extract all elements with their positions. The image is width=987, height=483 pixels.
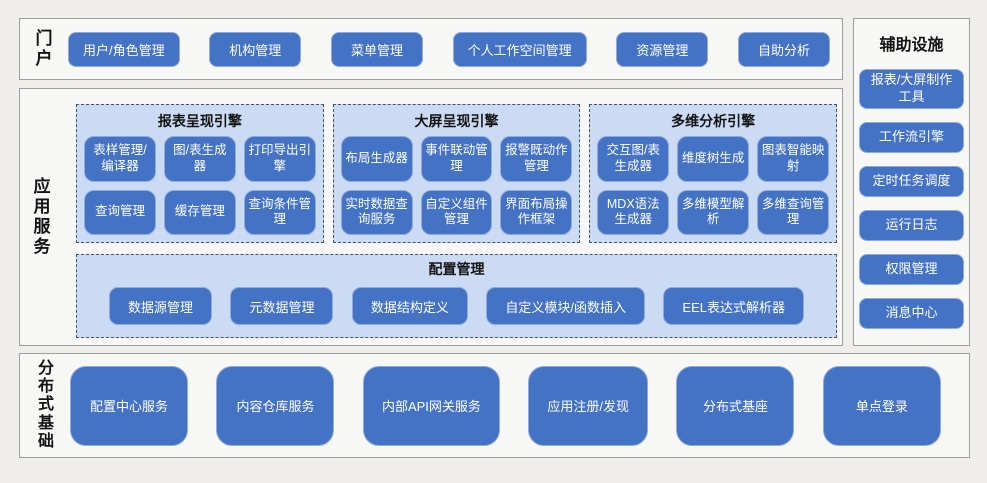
report-engine-button[interactable]: 打印导出引擎 [243,136,316,182]
bigscreen-engine-button[interactable]: 自定义组件管理 [420,189,493,235]
olap-engine-button[interactable]: 多维查询管理 [757,189,830,235]
olap-engine-panel: 多维分析引擎 交互图/表生成器 维度树生成 图表智能映射 MDX语法生成器 多维… [589,104,838,243]
bigscreen-engine-button[interactable]: 报警既动作管理 [500,136,573,182]
report-engine-title: 报表呈现引擎 [157,113,242,129]
portal-button-row: 用户/角色管理 机构管理 菜单管理 个人工作空间管理 资源管理 自助分析 [68,31,830,67]
config-button[interactable]: 数据源管理 [109,287,213,325]
foundation-button[interactable]: 应用注册/发现 [528,365,648,446]
report-engine-button[interactable]: 图/表生成器 [163,136,236,182]
bigscreen-engine-button[interactable]: 布局生成器 [340,136,413,182]
foundation-button[interactable]: 单点登录 [822,365,941,446]
portal-button[interactable]: 用户/角色管理 [68,31,180,67]
report-engine-button[interactable]: 缓存管理 [163,189,236,235]
foundation-button[interactable]: 内部API网关服务 [362,365,500,446]
olap-engine-button[interactable]: 多维模型解析 [677,189,750,235]
auxiliary-button[interactable]: 工作流引擎 [859,121,964,153]
bigscreen-engine-panel: 大屏呈现引擎 布局生成器 事件联动管理 报警既动作管理 实时数据查询服务 自定义… [332,104,581,243]
olap-engine-button[interactable]: MDX语法生成器 [597,189,670,235]
engines-row: 报表呈现引擎 表样管理/编译器 图/表生成器 打印导出引擎 查询管理 缓存管理 … [76,104,838,243]
auxiliary-button[interactable]: 权限管理 [859,253,964,285]
portal-button[interactable]: 个人工作空间管理 [452,31,587,67]
config-button[interactable]: 自定义模块/函数插入 [486,287,645,325]
olap-engine-grid: 交互图/表生成器 维度树生成 图表智能映射 MDX语法生成器 多维模型解析 多维… [597,136,830,235]
config-button-row: 数据源管理 元数据管理 数据结构定义 自定义模块/函数插入 EEL表达式解析器 [77,279,836,325]
report-engine-grid: 表样管理/编译器 图/表生成器 打印导出引擎 查询管理 缓存管理 查询条件管理 [84,136,316,235]
config-button[interactable]: 元数据管理 [230,287,334,325]
foundation-section: 分布式基础 配置中心服务 内容仓库服务 内部API网关服务 应用注册/发现 分布… [19,353,970,458]
olap-engine-button[interactable]: 图表智能映射 [757,136,830,182]
config-button[interactable]: 数据结构定义 [351,287,468,325]
foundation-button[interactable]: 配置中心服务 [70,365,188,446]
report-engine-button[interactable]: 查询条件管理 [243,189,316,235]
portal-button[interactable]: 资源管理 [616,31,709,67]
config-management-title: 配置管理 [428,261,485,277]
report-engine-panel: 报表呈现引擎 表样管理/编译器 图/表生成器 打印导出引擎 查询管理 缓存管理 … [76,104,324,243]
portal-button[interactable]: 机构管理 [209,31,302,67]
auxiliary-section: 辅助设施 报表/大屏制作工具 工作流引擎 定时任务调度 运行日志 权限管理 消息… [853,18,970,346]
portal-section: 门户 用户/角色管理 机构管理 菜单管理 个人工作空间管理 资源管理 自助分析 [19,18,843,80]
olap-engine-button[interactable]: 交互图/表生成器 [597,136,670,182]
report-engine-button[interactable]: 表样管理/编译器 [84,136,156,182]
bigscreen-engine-title: 大屏呈现引擎 [414,113,499,129]
bigscreen-engine-button[interactable]: 界面布局操作框架 [500,189,573,235]
auxiliary-section-label: 辅助设施 [879,37,944,54]
foundation-button-row: 配置中心服务 内容仓库服务 内部API网关服务 应用注册/发现 分布式基座 单点… [70,365,941,446]
portal-button[interactable]: 自助分析 [738,31,830,67]
bigscreen-engine-button[interactable]: 事件联动管理 [420,136,493,182]
auxiliary-button[interactable]: 定时任务调度 [859,165,964,197]
auxiliary-button[interactable]: 消息中心 [859,297,964,329]
bigscreen-engine-grid: 布局生成器 事件联动管理 报警既动作管理 实时数据查询服务 自定义组件管理 界面… [340,136,573,235]
foundation-button[interactable]: 内容仓库服务 [216,365,335,446]
app-services-section: 应用服务 报表呈现引擎 表样管理/编译器 图/表生成器 打印导出引擎 查询管理 … [19,88,843,346]
config-button[interactable]: EEL表达式解析器 [663,287,804,325]
app-services-section-label: 应用服务 [33,176,51,257]
bigscreen-engine-button[interactable]: 实时数据查询服务 [340,189,413,235]
portal-section-label: 门户 [35,28,53,68]
foundation-section-label: 分布式基础 [37,359,54,451]
olap-engine-title: 多维分析引擎 [671,113,756,129]
auxiliary-button-column: 报表/大屏制作工具 工作流引擎 定时任务调度 运行日志 权限管理 消息中心 [859,69,964,329]
report-engine-button[interactable]: 查询管理 [84,189,156,235]
olap-engine-button[interactable]: 维度树生成 [677,136,750,182]
auxiliary-button[interactable]: 运行日志 [859,209,964,241]
auxiliary-button[interactable]: 报表/大屏制作工具 [859,69,964,109]
foundation-button[interactable]: 分布式基座 [676,365,795,446]
config-management-panel: 配置管理 数据源管理 元数据管理 数据结构定义 自定义模块/函数插入 EEL表达… [76,254,837,338]
portal-button[interactable]: 菜单管理 [330,31,423,67]
